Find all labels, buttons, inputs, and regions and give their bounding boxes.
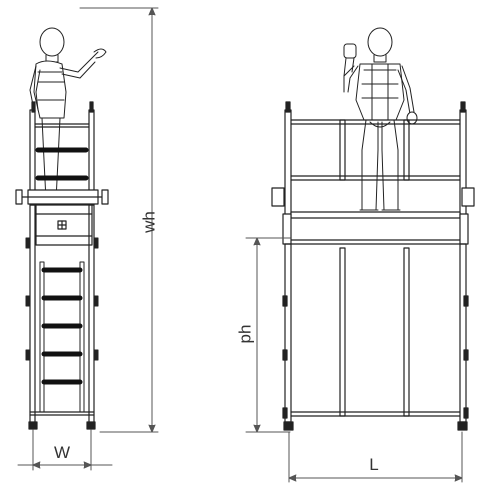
side-ladder-rungs xyxy=(41,267,83,385)
front-platform xyxy=(282,211,469,245)
dimension-wh xyxy=(79,7,159,433)
worker-figure-front xyxy=(343,27,418,211)
side-base xyxy=(28,411,96,430)
front-view xyxy=(271,27,475,431)
front-lower-frame xyxy=(282,243,469,431)
dimension-w xyxy=(17,429,113,471)
side-side-clamps xyxy=(25,237,99,361)
dimension-ph xyxy=(245,237,291,433)
side-platform xyxy=(15,189,109,246)
side-ladder xyxy=(39,261,85,413)
dimension-label-w: W xyxy=(54,443,70,462)
side-view xyxy=(15,27,109,430)
side-upper-rungs xyxy=(35,147,89,181)
dimension-l xyxy=(288,431,463,483)
dimension-label-ph: ph xyxy=(235,325,254,344)
front-guardrail xyxy=(271,101,475,219)
dimension-label-l: L xyxy=(369,455,378,474)
dimension-label-wh: wh xyxy=(139,211,158,234)
